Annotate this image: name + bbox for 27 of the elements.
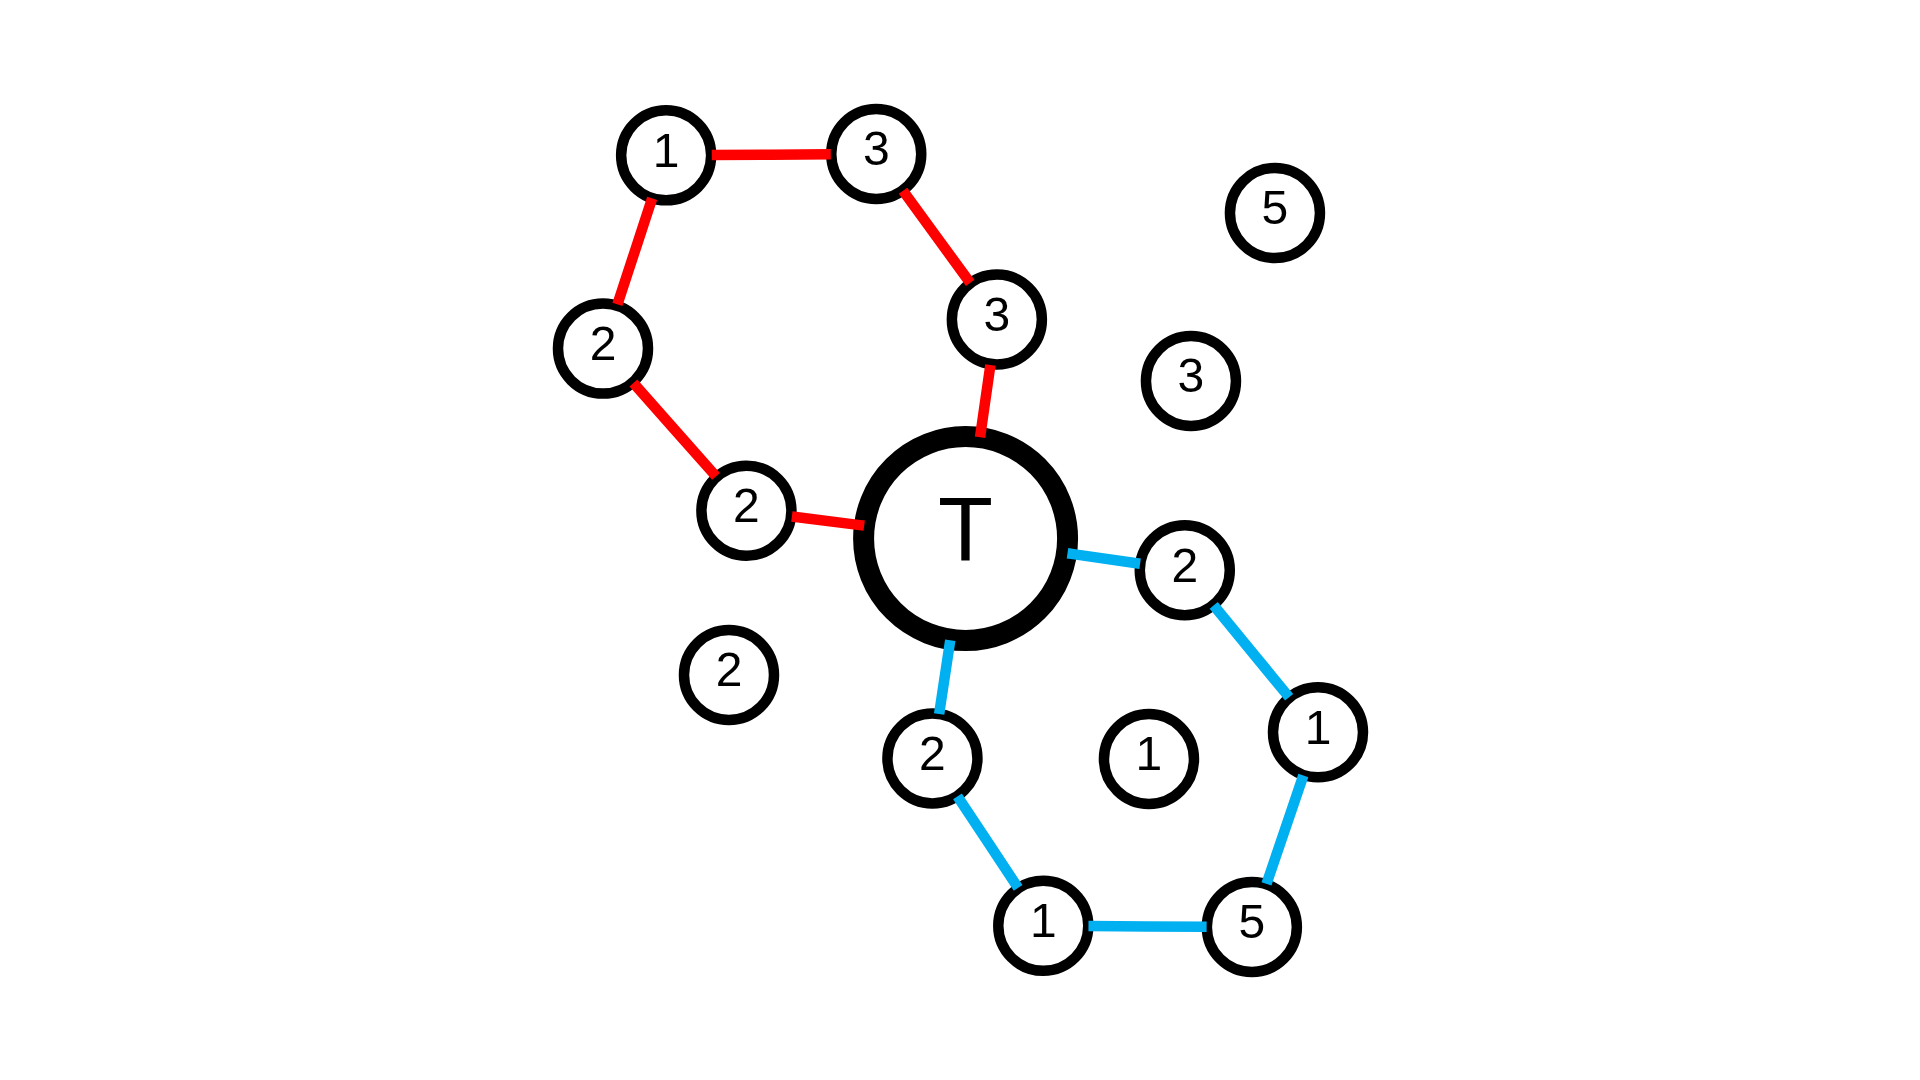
connector [790,510,865,531]
connector [933,638,955,715]
node-circle: 2 [695,459,797,561]
connector [1066,547,1141,569]
node-circle: 1 [1098,708,1199,809]
node-circle: 3 [825,103,926,204]
node-circle: 5 [1201,876,1302,977]
node-circle: 2 [1134,519,1235,620]
node-circle: 2 [678,624,779,725]
connector [611,196,657,306]
connector [974,363,996,438]
connector [898,187,974,286]
node-circle: 1 [1267,681,1368,783]
node-circle: 2 [881,707,983,809]
node-circle: 3 [1140,330,1241,431]
node-circle: 1 [992,875,1094,976]
connector [1209,601,1293,701]
node-circle: 1 [615,104,716,206]
connector [1261,773,1308,886]
connector [952,792,1022,891]
connector [1087,920,1207,932]
node-circle: 2 [552,297,653,399]
node-circle: 5 [1224,162,1325,263]
node-circle: 3 [946,268,1047,370]
node-circle: T [852,425,1078,651]
connector [628,379,720,480]
connector [711,148,831,160]
